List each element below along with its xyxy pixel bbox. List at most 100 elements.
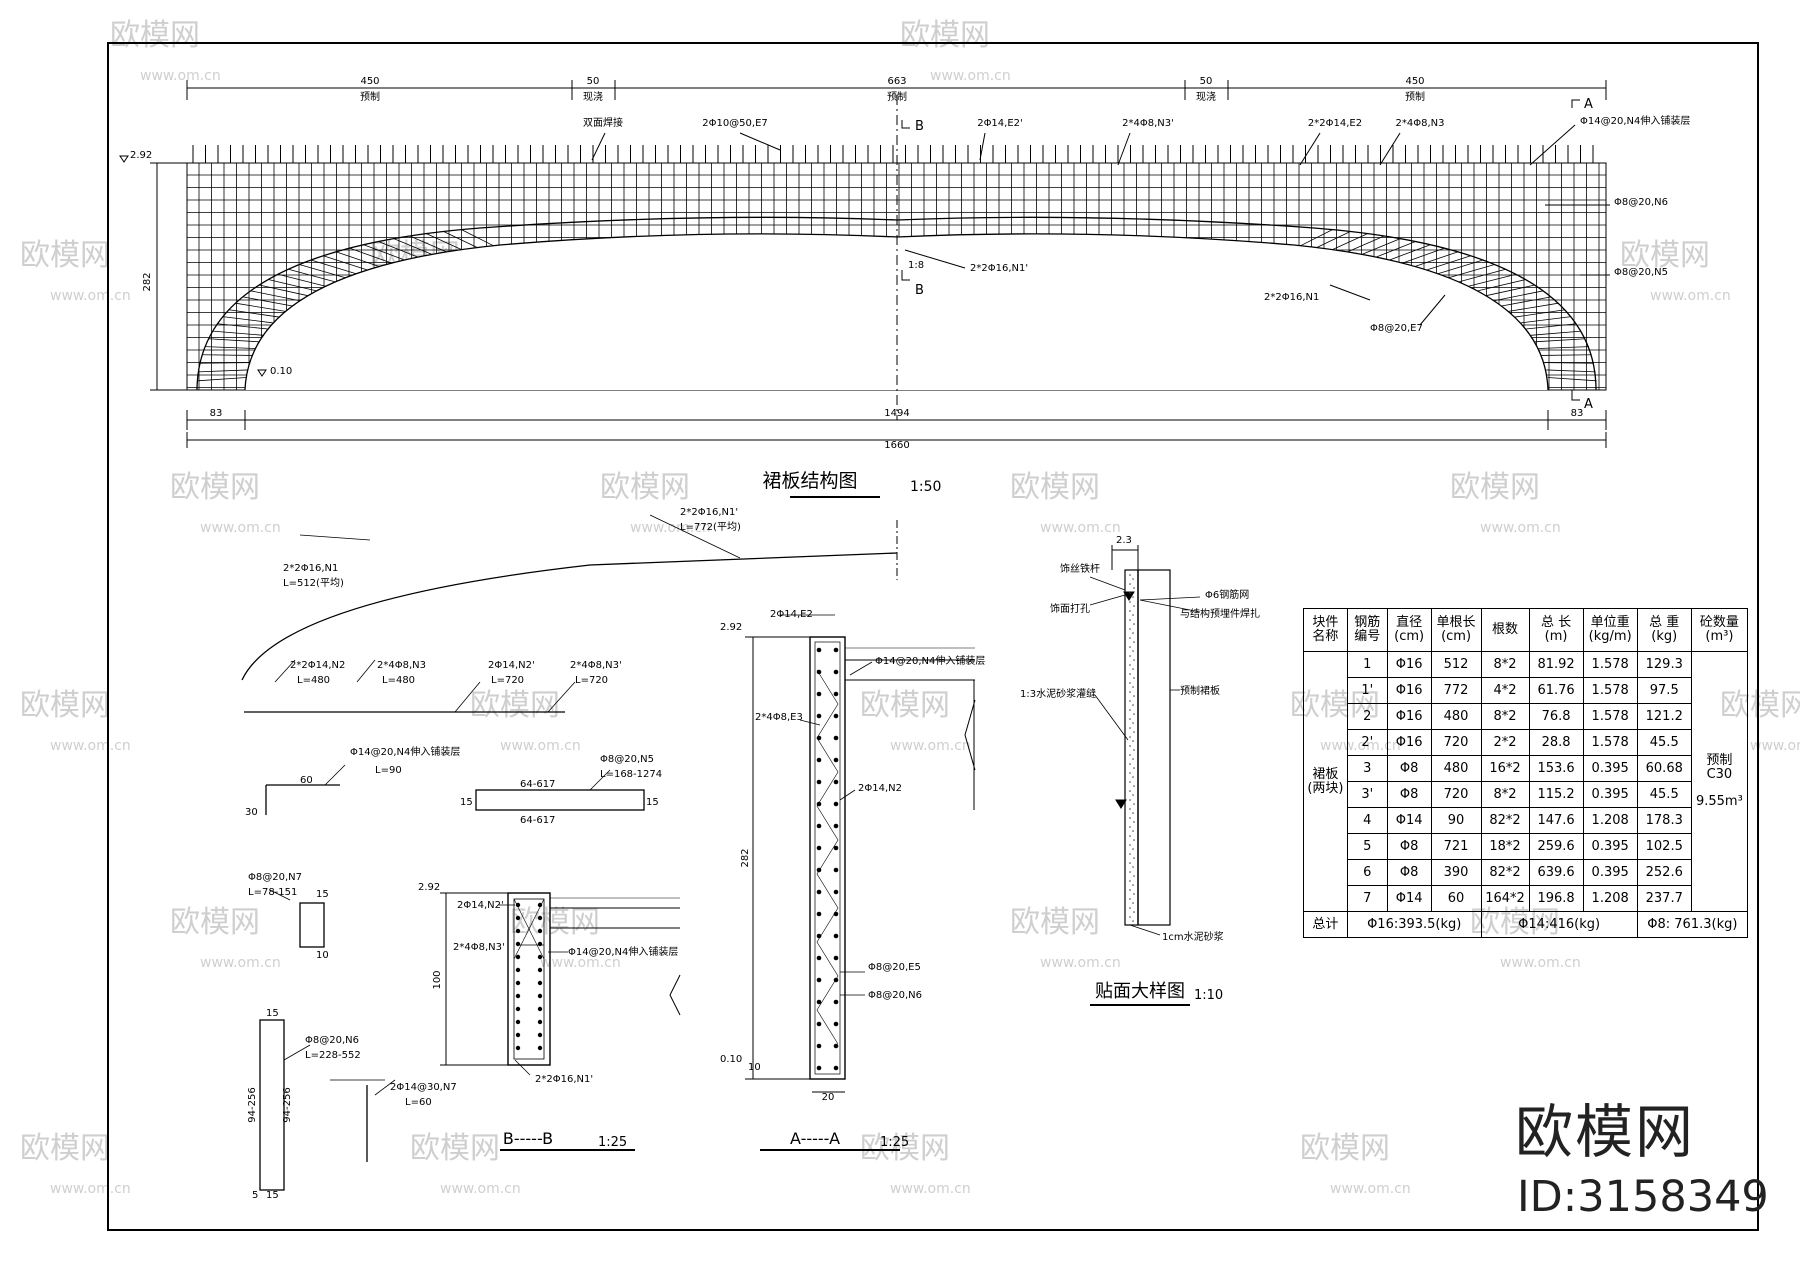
grout-speck [1129,718,1131,720]
height-dim: 282 [142,272,153,291]
label-n3: 2*4Φ8,N3 [1396,118,1445,129]
arch-hatch-line [1530,330,1582,336]
rebar-dot [816,713,822,719]
grout-speck [1129,772,1131,774]
rebar-dot [833,1021,839,1027]
label-n5: Φ8@20,N5 [1614,267,1668,278]
cell: 1.578 [1582,729,1638,756]
cell: 2 [1346,703,1388,730]
arch-hatch-line [1494,290,1544,302]
sheet-border [107,42,1759,1231]
rebar-dot [833,999,839,1005]
cell: Φ8 [1386,833,1432,860]
cell: 1.578 [1582,677,1638,704]
detail-n3p: 2*4Φ8,N3' [570,660,622,671]
watermark-text: 欧模网 [1620,238,1710,273]
cell: 1 [1346,651,1388,678]
grout-speck [1133,587,1135,589]
cell: 3' [1346,781,1388,808]
cell: 1.578 [1582,703,1638,730]
dim-top-sub-3: 预制 [887,90,907,103]
watermark-url: www.om.cn [50,1181,131,1197]
grout-speck [1129,709,1131,711]
grout-speck [1129,916,1131,918]
dim-top-4: 50 [1200,76,1213,87]
dim-bottom-1: 83 [210,408,223,419]
grout-speck [1133,911,1135,913]
arch-hatch-line [277,273,326,287]
total-8: Φ8: 761.3(kg) [1636,911,1749,938]
level-top: 2.92 [130,150,152,161]
grout-speck [1129,673,1131,675]
grout-speck [1133,695,1135,697]
label-n1: 2*2Φ16,N1 [1264,292,1319,303]
aa-label-n2: 2Φ14,N2 [858,783,902,794]
bb-level: 2.92 [418,882,440,893]
grout-speck [1133,731,1135,733]
grout-speck [1132,902,1134,904]
cell: 720 [1430,729,1482,756]
facing-label-bolt: 饰丝铁杆 [1060,562,1100,575]
elevation-labels: 450 50 663 50 450 预制 现浇 预制 现浇 预制 双面焊接 2Φ… [130,76,1690,451]
table-header-row: 块件名称 钢筋编号 直径(cm) 单根长(cm) 根数 总 长(m) 单位重(k… [1303,608,1749,652]
grout-speck [1133,875,1135,877]
cell: 147.6 [1528,807,1584,834]
grout-speck [1129,889,1131,891]
grout-speck [1132,632,1134,634]
facing-label-mesh: Φ6钢筋网 [1205,588,1249,601]
grout-speck [1132,740,1134,742]
watermark-text: 欧模网 [900,18,990,53]
arch-hatch-line [200,362,250,364]
rebar-dot [537,967,543,973]
arch-hatch-line [259,284,308,297]
bb-label-n3p: 2*4Φ8,N3' [453,942,505,953]
arch-hatch-line [426,233,462,250]
dim-top-1: 450 [360,76,379,87]
rebar-dot [816,955,822,961]
cell: 721 [1430,833,1482,860]
cell: Φ16 [1386,703,1432,730]
cell: 153.6 [1528,755,1584,782]
detail-n5-len: L=168-1274 [600,769,662,780]
detail-n6-dim-right: 94-256 [282,1087,293,1122]
arch-hatch-line [443,231,478,248]
grout-speck [1132,686,1134,688]
rebar-dot [537,993,543,999]
watermark-url: www.om.cn [630,520,711,536]
bb-label-n4: Φ14@20,N4伸入铺装层 [568,945,678,958]
th-concrete: 砼数量(m³) [1690,608,1749,652]
rebar-dot [816,669,822,675]
arch-hatch-line [363,244,405,261]
cell: 4 [1346,807,1388,834]
detail-n3: 2*4Φ8,N3 [377,660,426,671]
cell: 259.6 [1528,833,1584,860]
grout-speck [1129,610,1131,612]
arch-hatch-line [1541,354,1592,356]
cell: 129.3 [1636,651,1692,678]
grout-speck [1132,668,1134,670]
detail-n2-len: L=480 [297,675,330,686]
rebar-dot [515,980,521,986]
grout-speck [1129,592,1131,594]
grout-speck [1129,799,1131,801]
grout-speck [1129,907,1131,909]
watermark-url: www.om.cn [1330,1181,1411,1197]
grout-speck [1129,664,1131,666]
rebar-dot [833,1065,839,1071]
cell: Φ8 [1386,755,1432,782]
section-mark-b-top: B [915,119,924,134]
arch-hatch-line [1458,268,1506,283]
dim-top-2: 50 [587,76,600,87]
grout-speck [1132,848,1134,850]
watermark-url: www.om.cn [890,738,971,754]
watermark-url: www.om.cn [930,68,1011,84]
th-member: 块件名称 [1303,608,1348,652]
detail-n7: Φ8@20,N7 [248,872,302,883]
cell: 8*2 [1480,781,1530,808]
arch-hatch-line [250,290,300,302]
cell: 4*2 [1480,677,1530,704]
cell: Φ16 [1386,729,1432,756]
arch-hatch-line [1332,233,1368,250]
